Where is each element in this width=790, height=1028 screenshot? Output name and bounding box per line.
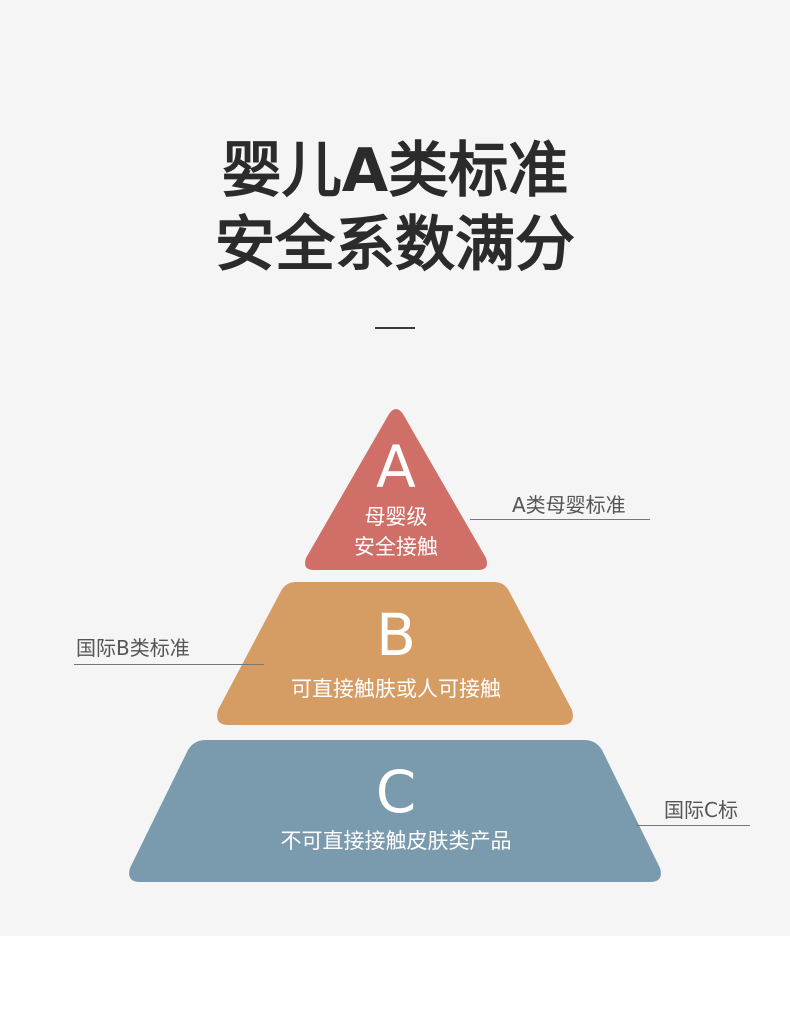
- tier-a-side-label: A类母婴标准: [512, 493, 626, 517]
- tier-b-leader-line: [74, 664, 264, 665]
- tier-a-shape: [305, 409, 487, 570]
- tier-c-leader-line: [636, 825, 750, 826]
- tier-b-side-label: 国际B类标准: [76, 636, 190, 660]
- title-divider: [375, 327, 415, 329]
- tier-a-letter: A: [376, 433, 416, 501]
- tier-a-leader-line: [470, 519, 650, 520]
- tier-b-shape: [217, 582, 573, 725]
- tier-c-side-label: 国际C标: [664, 798, 738, 822]
- tier-b-desc: 可直接触肤或人可接触: [291, 677, 501, 701]
- tier-c-shape: [129, 740, 661, 882]
- tier-b-letter: B: [376, 601, 416, 669]
- headline-line-1: 婴儿A类标准: [221, 136, 569, 206]
- tier-a-desc-1: 母婴级: [364, 505, 428, 529]
- tier-c-letter: C: [375, 758, 417, 826]
- tier-a-desc-2: 安全接触: [354, 535, 438, 559]
- headline-line-2: 安全系数满分: [215, 210, 575, 280]
- tier-c-desc: 不可直接接触皮肤类产品: [280, 829, 512, 853]
